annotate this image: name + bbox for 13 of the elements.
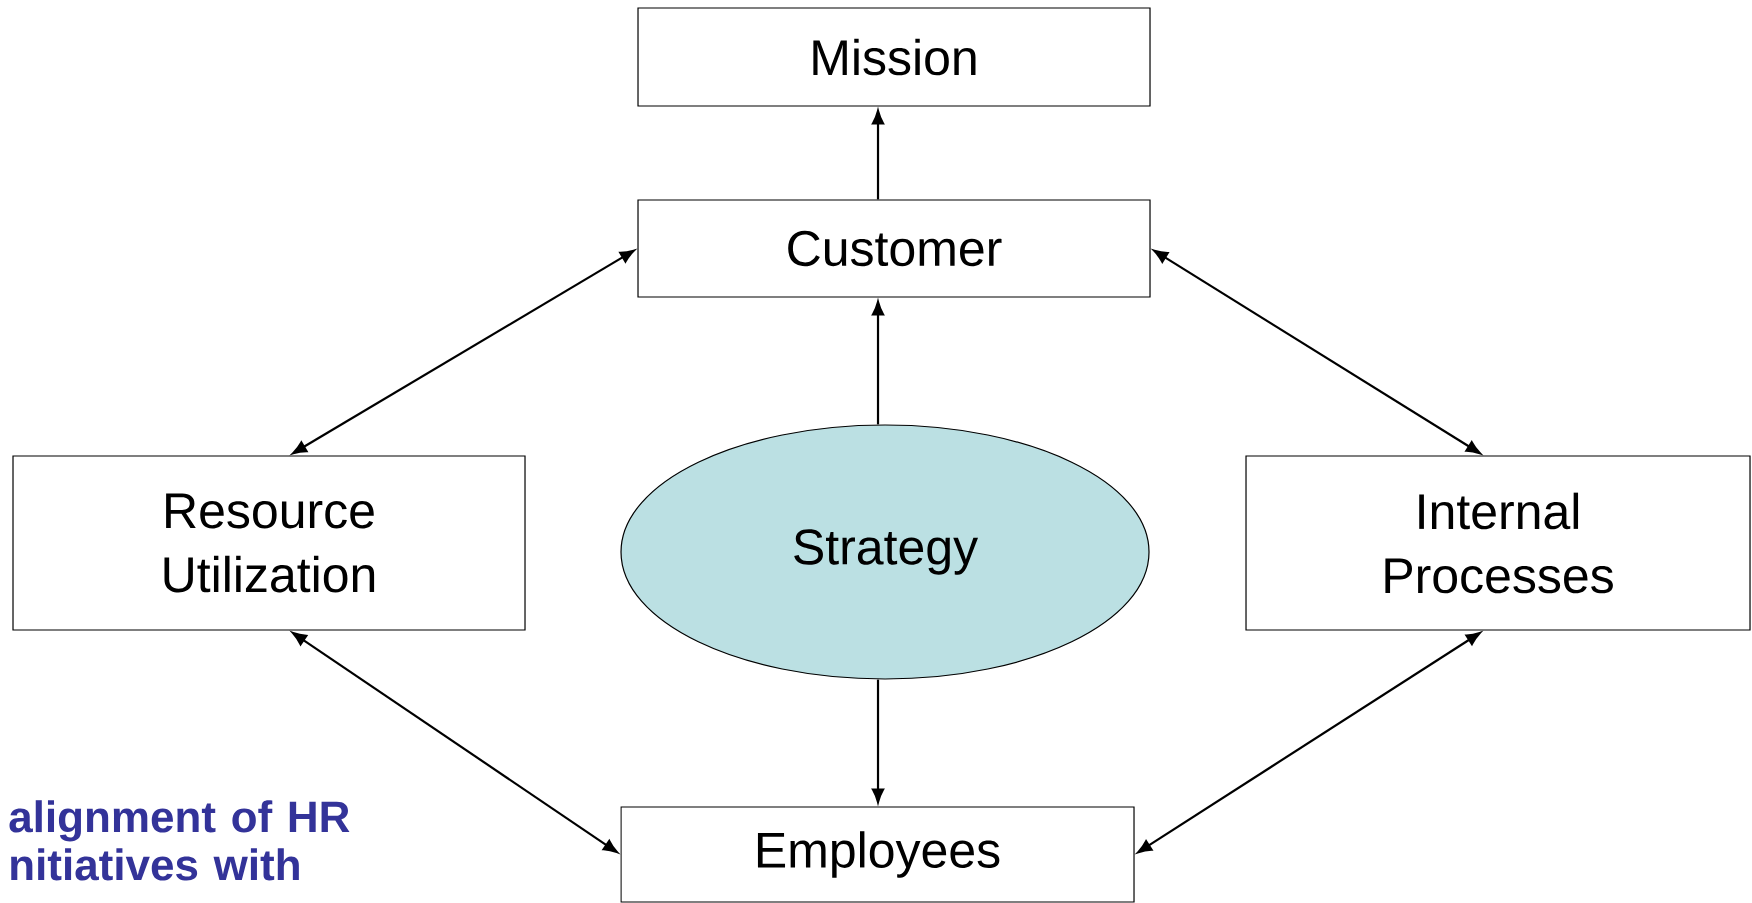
arrow <box>292 249 635 455</box>
arrow <box>1153 249 1481 455</box>
arrow <box>871 679 885 804</box>
arrow <box>871 300 885 425</box>
arrow <box>291 631 618 854</box>
arrow <box>1137 631 1481 854</box>
process-box: Mission <box>637 7 1151 107</box>
process-box: Internal Processes <box>1245 455 1751 631</box>
arrow <box>871 109 885 200</box>
note-text: alignment of HR nitiatives with <box>9 800 350 881</box>
process-box: Customer <box>637 199 1151 298</box>
process-box: Employees <box>620 806 1135 903</box>
process-box: Resource Utilization <box>12 455 526 631</box>
